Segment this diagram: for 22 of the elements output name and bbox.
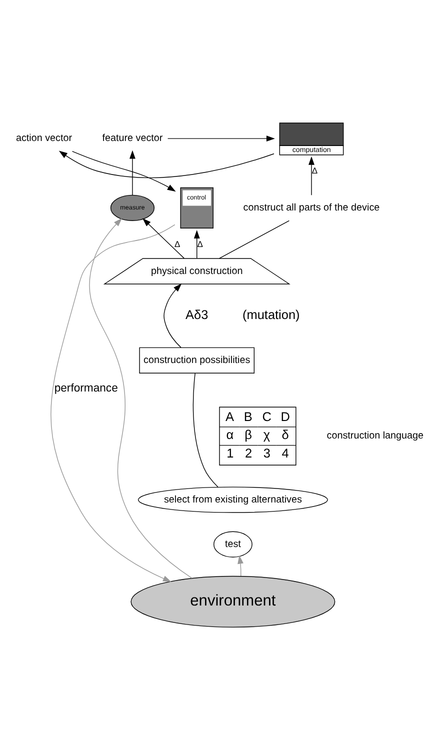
label: β [244, 426, 252, 442]
label: 1 [226, 445, 234, 460]
label: A [226, 408, 234, 424]
label: (mutation) [242, 306, 300, 322]
label: D [280, 408, 290, 424]
label: B [244, 408, 252, 424]
label: χ [263, 426, 270, 442]
edge-label: Δ [197, 238, 203, 248]
label: α [226, 426, 234, 442]
label: 4 [282, 445, 289, 460]
edge-label: Δ [174, 238, 180, 248]
label: construction language [326, 430, 424, 442]
label: Aδ3 [186, 306, 208, 322]
node-text: action vector [16, 132, 72, 144]
label: 3 [263, 445, 270, 460]
label: δ [282, 426, 289, 442]
node-text: feature vector [102, 132, 163, 144]
edge-label: performance [54, 382, 118, 394]
edge-label: Δ [312, 164, 318, 175]
label: C [262, 408, 272, 424]
label: 2 [244, 445, 252, 460]
node-text: construct all parts of the device [243, 202, 380, 214]
